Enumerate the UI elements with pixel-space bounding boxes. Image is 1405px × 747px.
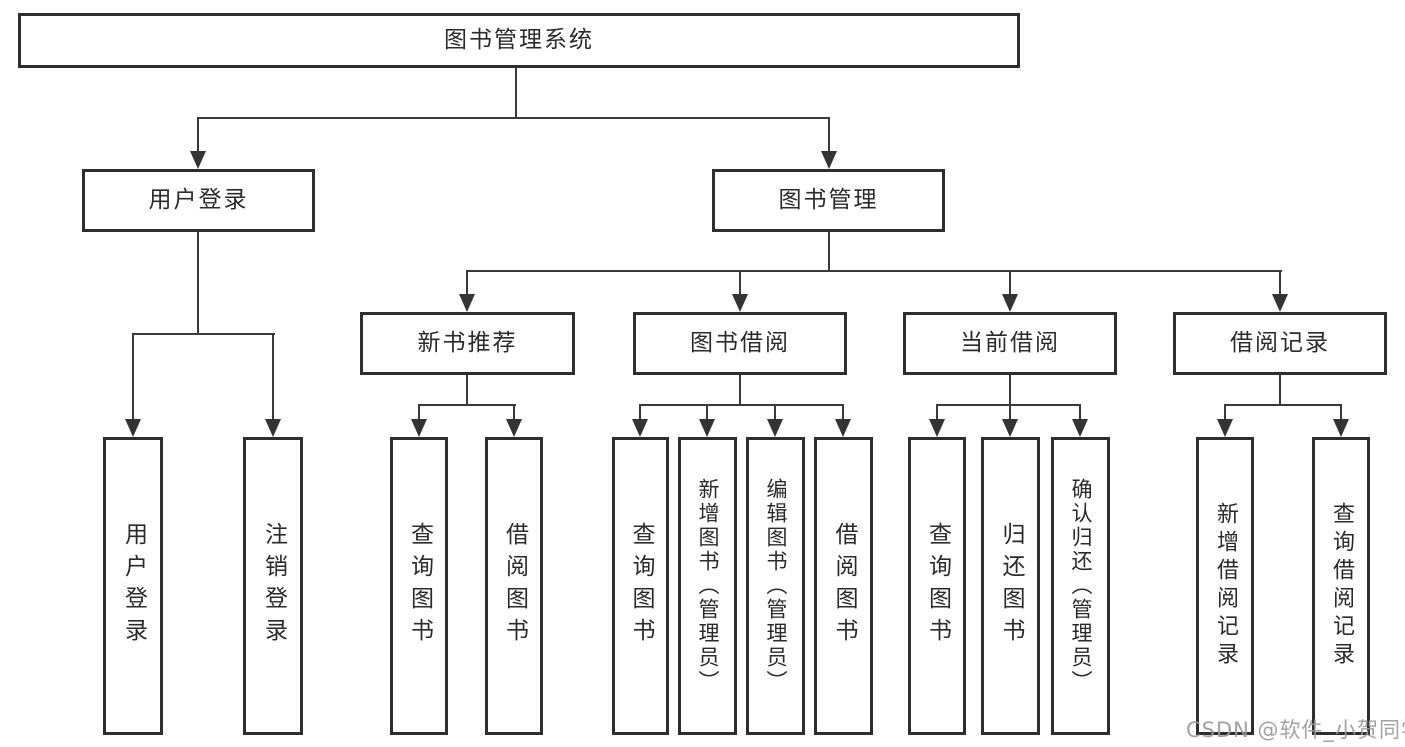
leaf-query-book-recommend: 查询图书 xyxy=(390,437,448,735)
connector-line xyxy=(1009,404,1011,421)
connector-line xyxy=(1279,270,1281,296)
connector-line xyxy=(1279,375,1281,406)
connector-line xyxy=(1224,404,1341,406)
arrowhead-down xyxy=(125,419,141,437)
arrowhead-down xyxy=(506,419,522,437)
node-current-borrow: 当前借阅 xyxy=(903,312,1117,375)
connector-line xyxy=(418,404,420,421)
connector-line xyxy=(828,117,830,153)
leaf-add-borrow-record: 新增借阅记录 xyxy=(1196,437,1254,735)
arrowhead-down xyxy=(699,419,715,437)
leaf-return-book: 归还图书 xyxy=(981,437,1040,735)
node-new-book-recommend: 新书推荐 xyxy=(360,312,575,375)
connector-line xyxy=(739,270,741,296)
connector-line xyxy=(1224,404,1226,421)
csdn-watermark: CSDN @软件_小贺同学 xyxy=(1186,718,1405,742)
arrowhead-down xyxy=(835,419,851,437)
connector-line xyxy=(842,404,844,421)
connector-line xyxy=(706,404,708,421)
connector-line xyxy=(272,333,274,421)
arrowhead-down xyxy=(821,151,837,169)
arrowhead-down xyxy=(190,151,206,169)
node-root: 图书管理系统 xyxy=(18,13,1020,68)
arrowhead-down xyxy=(1272,294,1288,312)
connector-line xyxy=(936,404,1081,406)
connector-line xyxy=(1079,404,1081,421)
connector-line xyxy=(513,404,515,421)
leaf-confirm-return-admin: 确认归还（管理员） xyxy=(1051,437,1110,735)
node-book-management: 图书管理 xyxy=(712,169,945,232)
leaf-query-borrow-record: 查询借阅记录 xyxy=(1312,437,1370,735)
leaf-user-login: 用户登录 xyxy=(103,437,163,735)
arrowhead-down xyxy=(1217,419,1233,437)
leaf-logout: 注销登录 xyxy=(243,437,303,735)
connector-line xyxy=(197,117,199,153)
connector-line xyxy=(1009,270,1011,296)
connector-line xyxy=(197,232,199,335)
connector-line xyxy=(132,333,134,421)
connector-line xyxy=(466,270,468,296)
arrowhead-down xyxy=(767,419,783,437)
connector-line xyxy=(739,375,741,406)
arrowhead-down xyxy=(732,294,748,312)
connector-line xyxy=(936,404,938,421)
arrowhead-down xyxy=(411,419,427,437)
connector-line xyxy=(1340,404,1342,421)
connector-line xyxy=(132,333,275,335)
arrowhead-down xyxy=(1002,419,1018,437)
arrowhead-down xyxy=(929,419,945,437)
arrowhead-down xyxy=(1072,419,1088,437)
node-book-borrow: 图书借阅 xyxy=(633,312,847,375)
arrowhead-down xyxy=(1002,294,1018,312)
node-borrow-record: 借阅记录 xyxy=(1173,312,1387,375)
node-user-login: 用户登录 xyxy=(82,169,315,232)
connector-line xyxy=(197,117,830,119)
arrowhead-down xyxy=(265,419,281,437)
connector-line xyxy=(466,270,1282,272)
connector-line xyxy=(418,404,516,406)
arrowhead-down xyxy=(632,419,648,437)
connector-line xyxy=(774,404,776,421)
leaf-query-book-current: 查询图书 xyxy=(908,437,966,735)
connector-line xyxy=(466,375,468,406)
leaf-edit-book-admin: 编辑图书（管理员） xyxy=(746,437,805,735)
connector-line xyxy=(828,232,830,272)
leaf-borrow-book: 借阅图书 xyxy=(814,437,873,735)
connector-line xyxy=(639,404,844,406)
arrowhead-down xyxy=(1333,419,1349,437)
arrowhead-down xyxy=(459,294,475,312)
leaf-add-book-admin: 新增图书（管理员） xyxy=(678,437,737,735)
connector-line xyxy=(1009,375,1011,406)
leaf-query-book-borrow: 查询图书 xyxy=(612,437,669,735)
connector-line xyxy=(639,404,641,421)
connector-line xyxy=(515,68,517,119)
leaf-borrow-book-recommend: 借阅图书 xyxy=(485,437,543,735)
